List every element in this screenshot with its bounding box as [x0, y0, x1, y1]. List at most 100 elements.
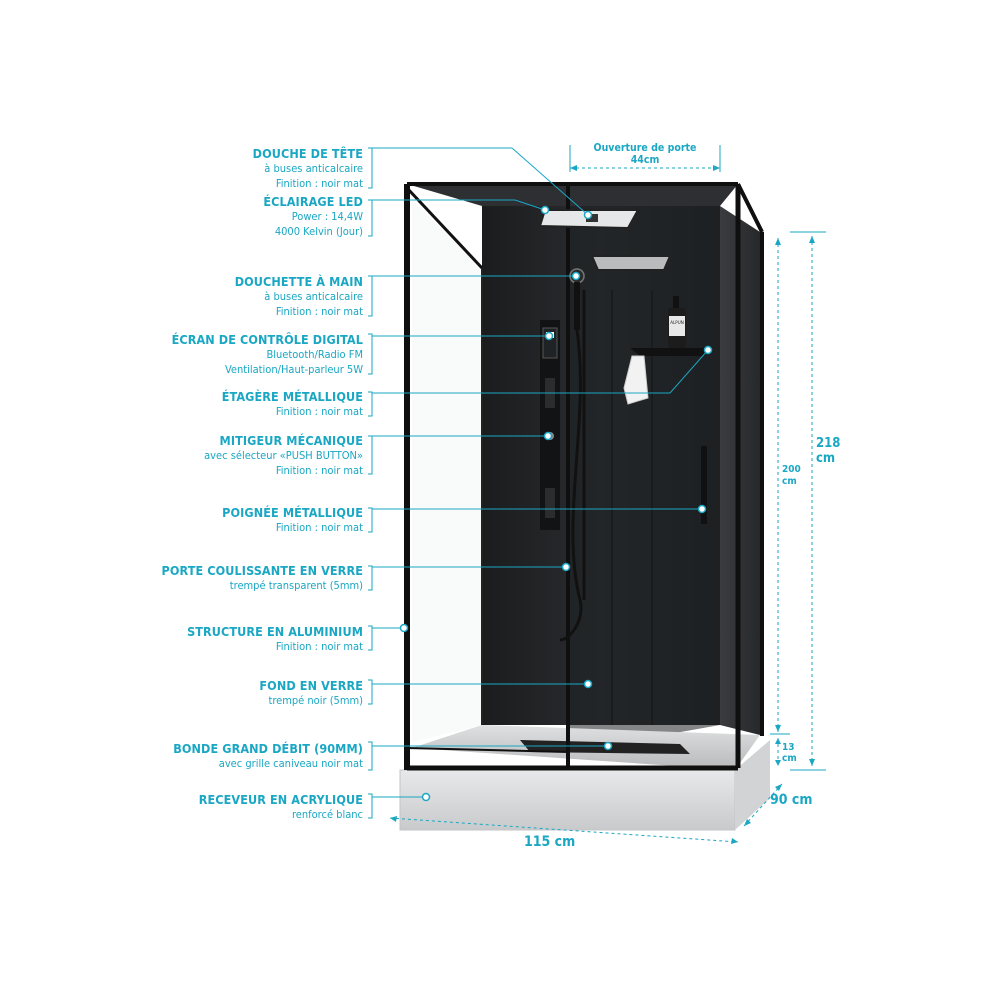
label-led: ÉCLAIRAGE LED Power : 14,4W 4000 Kelvin … — [263, 194, 363, 239]
dot-mixer — [543, 431, 553, 441]
label-line: Finition : noir mat — [275, 405, 363, 418]
label-title: POIGNÉE MÉTALLIQUE — [222, 505, 363, 520]
body-jets-lower — [545, 488, 555, 518]
soap-bottle-label-text: ALPUN — [670, 320, 683, 326]
label-line: avec sélecteur «PUSH BUTTON» — [204, 449, 363, 462]
soap-bottle-label — [669, 316, 685, 336]
label-aluminium-frame: STRUCTURE EN ALUMINIUM Finition : noir m… — [187, 624, 363, 654]
cabin-height-unit: cm — [782, 476, 797, 487]
leader-frame — [368, 625, 373, 651]
front-glass — [568, 206, 720, 752]
led-panel — [590, 255, 672, 271]
metal-shelf — [630, 348, 712, 356]
leader-drain — [368, 741, 373, 771]
leader-hand-shower — [368, 275, 373, 317]
label-title: ÉCRAN DE CONTRÔLE DIGITAL — [171, 332, 363, 347]
label-line: Power : 14,4W — [291, 210, 363, 223]
frame-top-right — [736, 183, 764, 233]
dimension-width: 115 cm — [524, 834, 576, 850]
leader-control — [368, 333, 373, 375]
label-line: Finition : noir mat — [275, 640, 363, 653]
dimension-total-height: 218 cm — [816, 436, 840, 466]
dimension-tray-height: 13 cm — [782, 742, 797, 764]
leader-glass-back — [368, 679, 373, 705]
shower-hose — [559, 329, 583, 642]
label-title: BONDE GRAND DÉBIT (90MM) — [173, 741, 363, 756]
label-mixer: MITIGEUR MÉCANIQUE avec sélecteur «PUSH … — [204, 433, 363, 478]
label-line: trempé transparent (5mm) — [229, 579, 363, 592]
label-line: renforcé blanc — [291, 808, 363, 821]
label-handle: POIGNÉE MÉTALLIQUE Finition : noir mat — [222, 505, 363, 535]
dot-drain — [603, 741, 613, 751]
dot-control — [544, 331, 554, 341]
leader-shelf — [368, 391, 373, 417]
dot-door — [561, 562, 571, 572]
dot-glass-back — [583, 679, 593, 689]
shower-cabin: ALPUN — [399, 182, 770, 831]
leader-handle — [368, 507, 373, 533]
label-title: PORTE COULISSANTE EN VERRE — [161, 563, 363, 578]
leader-tray — [368, 793, 373, 819]
dimension-depth: 90 cm — [770, 792, 813, 808]
door-opening-value: 44cm — [630, 154, 660, 166]
label-control-screen: ÉCRAN DE CONTRÔLE DIGITAL Bluetooth/Radi… — [172, 332, 363, 377]
label-shelf: ÉTAGÈRE MÉTALLIQUE Finition : noir mat — [222, 389, 363, 419]
control-column — [540, 320, 560, 530]
dimension-lines — [389, 145, 826, 843]
left-frame-diagonal — [405, 186, 484, 270]
label-glass-back: FOND EN VERRE trempé noir (5mm) — [259, 678, 363, 708]
dot-tray — [421, 792, 431, 802]
label-line: 4000 Kelvin (Jour) — [274, 225, 363, 238]
label-title: DOUCHE DE TÊTE — [252, 146, 363, 161]
label-title: RECEVEUR EN ACRYLIQUE — [198, 792, 363, 807]
dimension-door-opening: Ouverture de porte 44cm — [570, 142, 720, 166]
hand-shower-handle — [574, 282, 580, 330]
dot-led — [540, 205, 550, 215]
total-height-unit: cm — [816, 451, 836, 466]
label-line: à buses anticalcaire — [264, 162, 363, 175]
ceiling — [407, 184, 738, 206]
tray-height-unit: cm — [782, 753, 797, 764]
leader-led — [368, 199, 373, 237]
label-title: FOND EN VERRE — [259, 678, 363, 693]
dot-head-shower — [583, 210, 593, 220]
dimension-arrowheads — [390, 165, 815, 844]
label-head-shower: DOUCHE DE TÊTE à buses anticalcaire Fini… — [253, 146, 363, 191]
soap-bottle-pump — [673, 296, 679, 308]
left-glass-panel — [412, 200, 482, 742]
leader-head-shower — [368, 147, 373, 189]
label-line: trempé noir (5mm) — [268, 694, 363, 707]
tray-front — [399, 769, 736, 831]
label-title: STRUCTURE EN ALUMINIUM — [187, 624, 363, 639]
tray-side — [735, 740, 770, 830]
label-line: avec grille caniveau noir mat — [218, 757, 363, 770]
dot-shelf — [703, 345, 713, 355]
label-sliding-door: PORTE COULISSANTE EN VERRE trempé transp… — [162, 563, 363, 593]
label-line: Bluetooth/Radio FM — [266, 348, 363, 361]
label-line: à buses anticalcaire — [264, 290, 363, 303]
door-track-line — [406, 747, 569, 753]
label-line: Ventilation/Haut-parleur 5W — [224, 363, 363, 376]
label-title: ÉTAGÈRE MÉTALLIQUE — [221, 389, 363, 404]
total-height-value: 218 — [816, 436, 841, 451]
towel — [623, 355, 649, 405]
door-handle — [701, 446, 707, 524]
label-line: Finition : noir mat — [275, 464, 363, 477]
label-line: Finition : noir mat — [275, 177, 363, 190]
width-line — [389, 817, 739, 843]
label-tray: RECEVEUR EN ACRYLIQUE renforcé blanc — [199, 792, 363, 822]
dimension-cabin-height: 200 cm — [782, 464, 801, 488]
marker-dots — [399, 205, 713, 802]
label-hand-shower: DOUCHETTE À MAIN à buses anticalcaire Fi… — [235, 274, 363, 319]
head-shower-nozzles — [586, 214, 598, 222]
label-title: MITIGEUR MÉCANIQUE — [219, 433, 363, 448]
dot-handle — [697, 504, 707, 514]
leader-door — [368, 565, 373, 591]
leader-mixer — [368, 435, 373, 475]
label-drain: BONDE GRAND DÉBIT (90MM) avec grille can… — [173, 741, 363, 771]
label-title: ÉCLAIRAGE LED — [263, 194, 363, 209]
tray-height-value: 13 — [782, 742, 795, 753]
label-line: Finition : noir mat — [275, 305, 363, 318]
leader-lines — [368, 147, 709, 819]
label-line: Finition : noir mat — [275, 521, 363, 534]
